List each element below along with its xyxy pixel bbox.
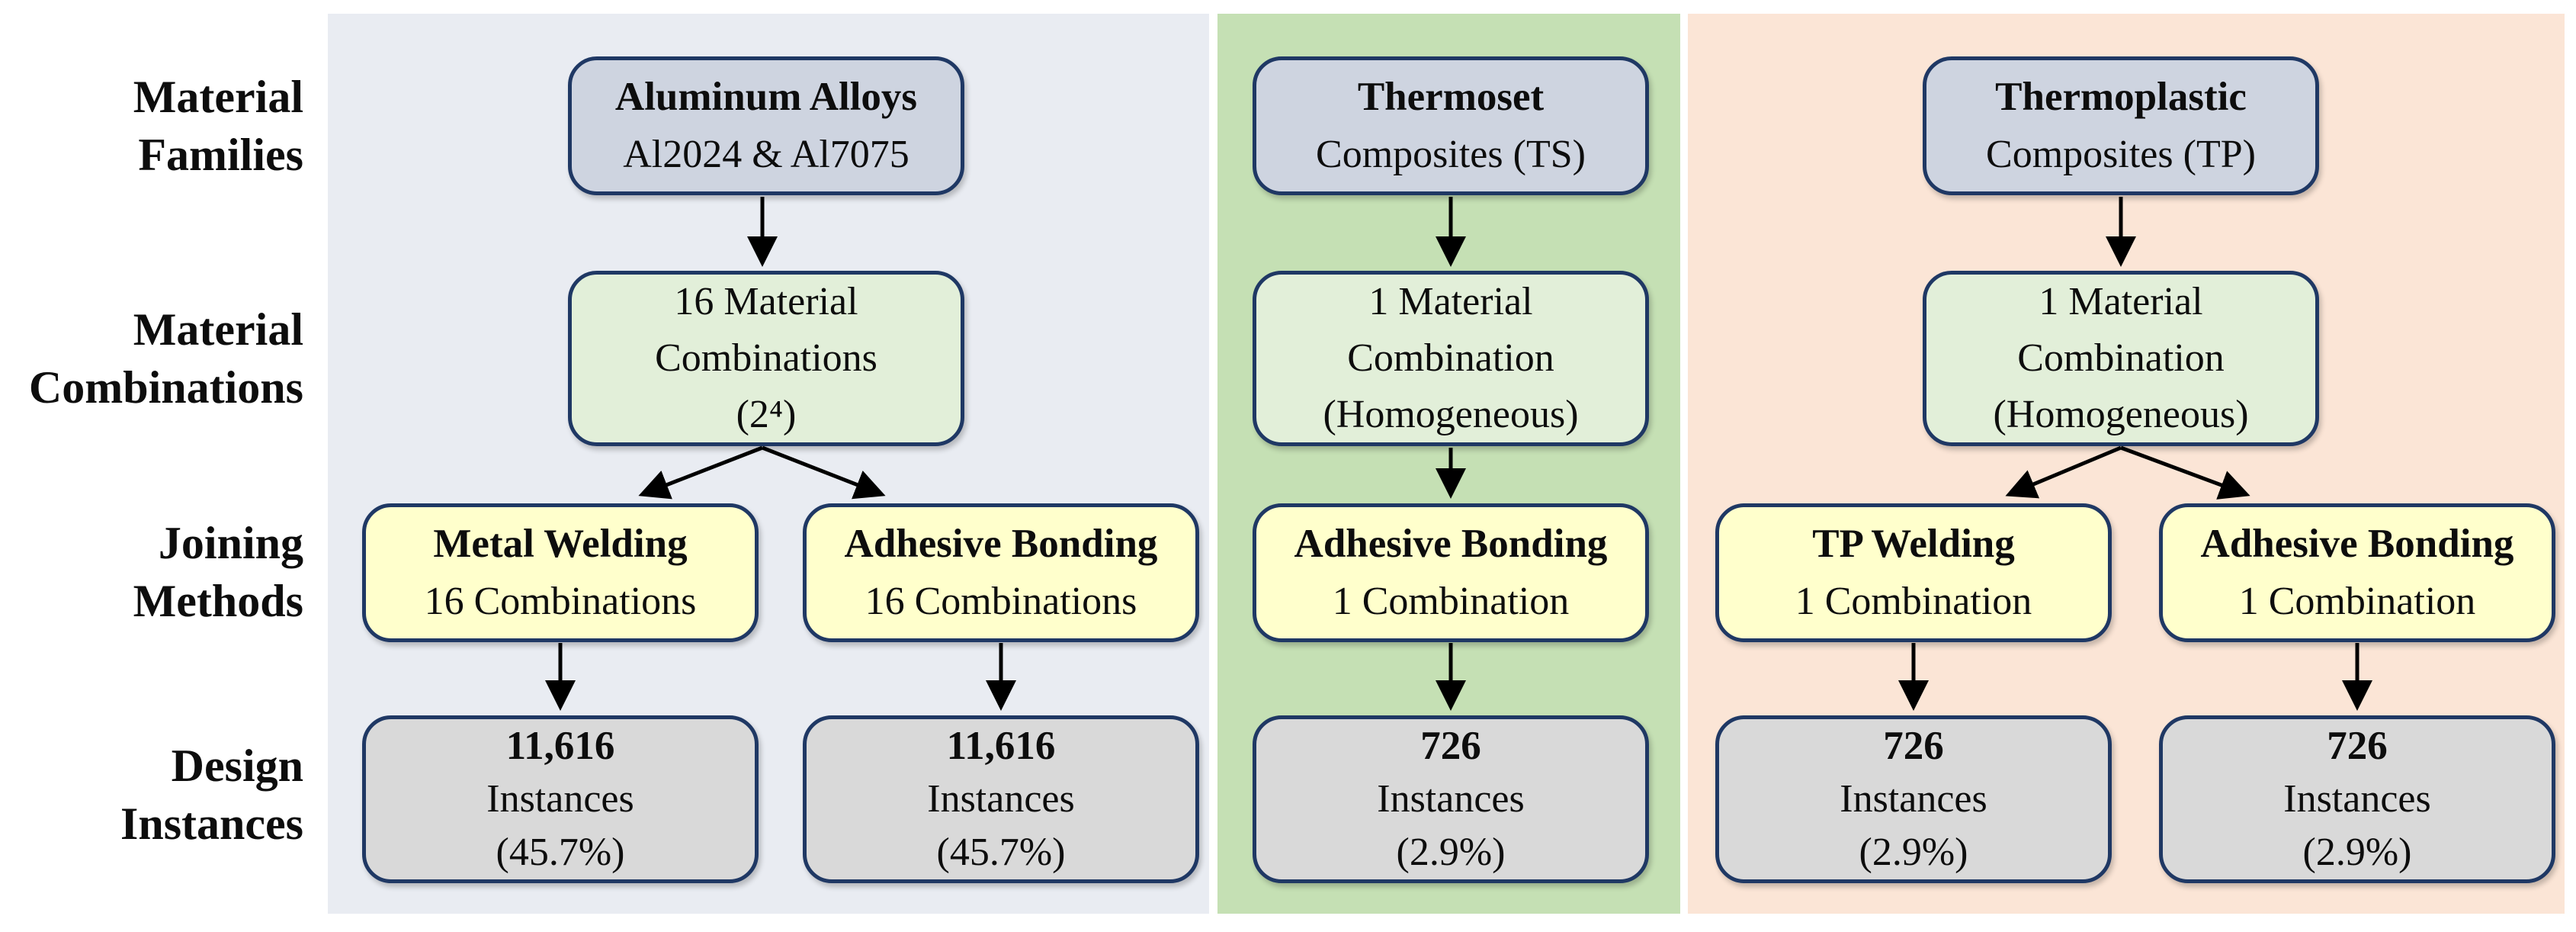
instance-count: 11,616 — [505, 724, 615, 768]
combination-box-line: (2⁴) — [736, 393, 797, 436]
arrow-aluminum-split-left — [638, 445, 763, 500]
family-box-title: Thermoplastic — [1995, 75, 2247, 119]
joining-box-adhesive-bonding-thermoset: Adhesive Bonding 1 Combination — [1253, 503, 1649, 642]
combination-box-line: Combination — [1347, 336, 1554, 380]
row-label-design-instances: Design Instances — [0, 737, 303, 853]
combination-box-line: Combinations — [655, 336, 877, 380]
instance-box-thermoset: 726 Instances (2.9%) — [1253, 715, 1649, 883]
instance-box-adhesive-bonding-thermoplastic: 726 Instances (2.9%) — [2159, 715, 2555, 883]
instance-label: Instances — [2283, 777, 2431, 821]
combination-box-line: (Homogeneous) — [1323, 393, 1579, 436]
joining-box-adhesive-bonding-thermoplastic: Adhesive Bonding 1 Combination — [2159, 503, 2555, 642]
arrow-thermoplastic-split-left — [2005, 445, 2122, 499]
row-label-line: Combinations — [28, 362, 303, 413]
instance-count: 726 — [1883, 724, 1944, 768]
family-box-aluminum: Aluminum Alloys Al2024 & Al7075 — [568, 56, 964, 195]
joining-box-subtitle: 16 Combinations — [424, 580, 697, 623]
instance-label: Instances — [1840, 777, 1987, 821]
row-label-material-combinations: Material Combinations — [0, 300, 303, 416]
instance-box-tp-welding: 726 Instances (2.9%) — [1715, 715, 2112, 883]
family-box-title: Thermoset — [1357, 75, 1545, 119]
instance-count: 11,616 — [946, 724, 1056, 768]
combination-box-aluminum: 16 Material Combinations (2⁴) — [568, 271, 964, 446]
instance-count: 726 — [1420, 724, 1481, 768]
family-box-thermoplastic: Thermoplastic Composites (TP) — [1923, 56, 2319, 195]
instance-label: Instances — [486, 777, 634, 821]
combination-box-line: 1 Material — [1368, 280, 1533, 323]
combination-box-thermoset: 1 Material Combination (Homogeneous) — [1253, 271, 1649, 446]
instance-percentage: (45.7%) — [936, 831, 1066, 874]
row-label-line: Material — [133, 304, 303, 355]
instance-box-metal-welding: 11,616 Instances (45.7%) — [362, 715, 759, 883]
instance-label: Instances — [927, 777, 1075, 821]
instance-box-adhesive-bonding-aluminum: 11,616 Instances (45.7%) — [803, 715, 1199, 883]
row-label-material-families: Material Families — [0, 68, 303, 184]
joining-box-title: Metal Welding — [433, 522, 688, 566]
family-box-title: Aluminum Alloys — [614, 75, 918, 119]
row-label-joining-methods: Joining Methods — [0, 514, 303, 630]
instance-percentage: (2.9%) — [1859, 831, 1968, 874]
arrow-aluminum-split-right — [762, 445, 886, 500]
joining-box-title: TP Welding — [1812, 522, 2015, 566]
joining-box-metal-welding: Metal Welding 16 Combinations — [362, 503, 759, 642]
joining-box-title: Adhesive Bonding — [1294, 522, 1608, 566]
combination-box-line: 1 Material — [2039, 280, 2203, 323]
instance-percentage: (2.9%) — [1396, 831, 1506, 874]
joining-box-subtitle: 1 Combination — [1795, 580, 2032, 623]
combination-box-line: Combination — [2017, 336, 2225, 380]
joining-box-title: Adhesive Bonding — [844, 522, 1158, 566]
family-box-subtitle: Composites (TS) — [1316, 133, 1586, 176]
joining-box-subtitle: 16 Combinations — [865, 580, 1137, 623]
family-box-subtitle: Composites (TP) — [1986, 133, 2256, 176]
instance-percentage: (2.9%) — [2302, 831, 2412, 874]
joining-box-adhesive-bonding-aluminum: Adhesive Bonding 16 Combinations — [803, 503, 1199, 642]
combination-box-line: 16 Material — [674, 280, 858, 323]
joining-box-tp-welding: TP Welding 1 Combination — [1715, 503, 2112, 642]
row-label-line: Methods — [133, 576, 303, 626]
row-label-line: Instances — [120, 799, 303, 849]
combination-box-line: (Homogeneous) — [1993, 393, 2249, 436]
family-box-thermoset: Thermoset Composites (TS) — [1253, 56, 1649, 195]
row-label-line: Material — [133, 72, 303, 122]
instance-percentage: (45.7%) — [496, 831, 625, 874]
row-label-line: Design — [171, 741, 303, 791]
family-box-subtitle: Al2024 & Al7075 — [623, 133, 909, 176]
arrow-thermoplastic-split-right — [2120, 445, 2250, 500]
instance-count: 726 — [2327, 724, 2388, 768]
joining-box-title: Adhesive Bonding — [2200, 522, 2514, 566]
joining-box-subtitle: 1 Combination — [2238, 580, 2476, 623]
combination-box-thermoplastic: 1 Material Combination (Homogeneous) — [1923, 271, 2319, 446]
row-label-line: Families — [138, 130, 303, 180]
row-label-line: Joining — [158, 518, 303, 568]
instance-label: Instances — [1377, 777, 1525, 821]
joining-box-subtitle: 1 Combination — [1332, 580, 1570, 623]
